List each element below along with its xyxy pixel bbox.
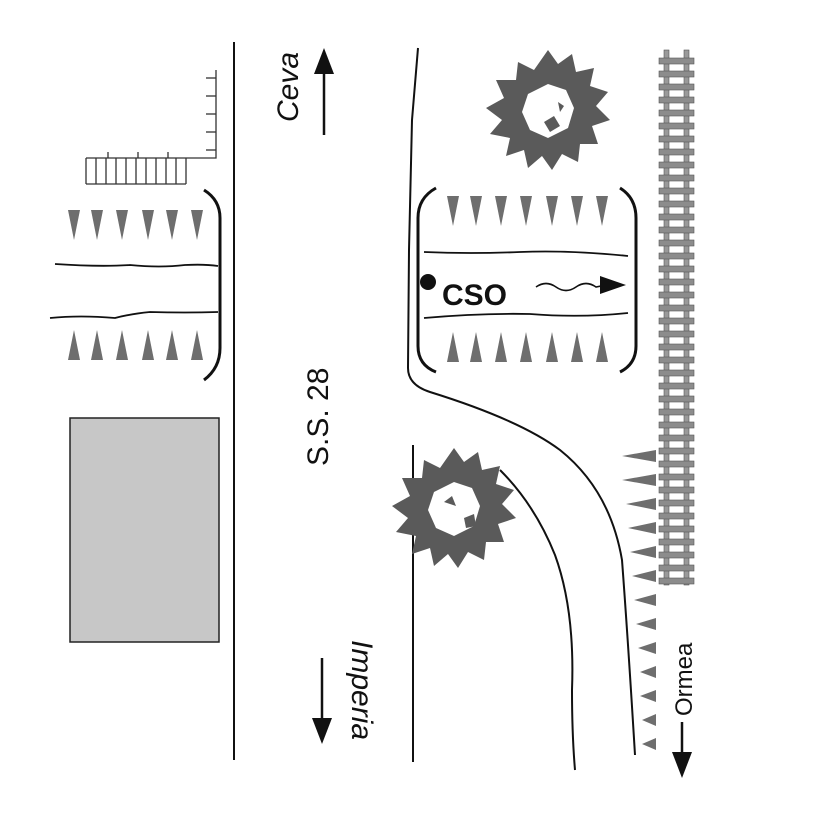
railway-tie xyxy=(658,564,695,572)
tree-canopy-icon xyxy=(486,50,610,170)
rail-direction-label: Ormea xyxy=(671,642,698,716)
railway-tie xyxy=(658,96,695,104)
railway-tie xyxy=(658,161,695,169)
south-direction-label: Imperia xyxy=(345,640,378,740)
railway-tie xyxy=(658,304,695,312)
railway-tie xyxy=(658,122,695,130)
wall-symbol xyxy=(85,70,217,185)
railway-tie xyxy=(658,577,695,585)
railway-tie xyxy=(658,356,695,364)
river-bank-east xyxy=(499,469,576,771)
railway-tie xyxy=(658,239,695,247)
railway-tie xyxy=(658,226,695,234)
railway-tie xyxy=(658,473,695,481)
site-point-icon xyxy=(420,274,436,290)
site-label: CSO xyxy=(442,279,507,312)
flow-arrow-icon xyxy=(535,276,626,294)
stream-line-right-upper xyxy=(423,250,629,257)
bridge-bracket-right-west xyxy=(416,186,437,374)
railway-tie xyxy=(658,330,695,338)
railway-tie xyxy=(658,291,695,299)
railway-tie xyxy=(658,421,695,429)
railway-tie xyxy=(658,174,695,182)
railway-tie xyxy=(658,538,695,546)
north-direction-label: Ceva xyxy=(272,52,305,122)
railway-tie xyxy=(658,252,695,260)
bridge-bracket-right-east xyxy=(619,186,638,374)
railway-tie xyxy=(658,460,695,468)
bank-hachures-left-top xyxy=(68,210,203,240)
railway-tie xyxy=(658,525,695,533)
railway-tie xyxy=(658,408,695,416)
railway-tie xyxy=(658,434,695,442)
stream-line-left-lower xyxy=(49,311,219,319)
railway-tie xyxy=(658,486,695,494)
arrow-north-icon xyxy=(314,48,334,135)
bank-hachures-left-bottom xyxy=(68,330,203,360)
railway-tie xyxy=(658,187,695,195)
building xyxy=(69,417,220,643)
railway-tie xyxy=(658,265,695,273)
railway-tie xyxy=(658,83,695,91)
stream-line-left-upper xyxy=(54,263,219,268)
railway-tie xyxy=(658,369,695,377)
railway-tie xyxy=(658,135,695,143)
bank-hachures-right-bottom xyxy=(447,332,608,362)
railway-track-icon xyxy=(658,49,695,586)
railway-tie xyxy=(658,447,695,455)
railway-tie xyxy=(658,512,695,520)
railway-tie xyxy=(658,70,695,78)
railway-tie xyxy=(658,278,695,286)
bank-hachures-rail xyxy=(622,450,656,750)
tree-canopy-icon xyxy=(392,448,516,568)
railway-tie xyxy=(658,109,695,117)
bridge-bracket-left xyxy=(203,188,222,382)
railway-tie xyxy=(658,382,695,390)
railway-tie xyxy=(658,57,695,65)
arrow-rail-south-icon xyxy=(672,722,692,778)
stream-line-right-lower xyxy=(423,312,629,319)
railway-tie xyxy=(658,200,695,208)
railway-tie xyxy=(658,395,695,403)
railway-tie xyxy=(658,551,695,559)
railway-tie xyxy=(658,213,695,221)
arrow-south-icon xyxy=(312,658,332,744)
railway-tie xyxy=(658,317,695,325)
railway-tie xyxy=(658,499,695,507)
railway-tie xyxy=(658,343,695,351)
road-edge-east xyxy=(406,47,636,756)
bank-hachures-right-top xyxy=(447,196,608,226)
road-label: S.S. 28 xyxy=(302,368,335,466)
railway-tie xyxy=(658,148,695,156)
